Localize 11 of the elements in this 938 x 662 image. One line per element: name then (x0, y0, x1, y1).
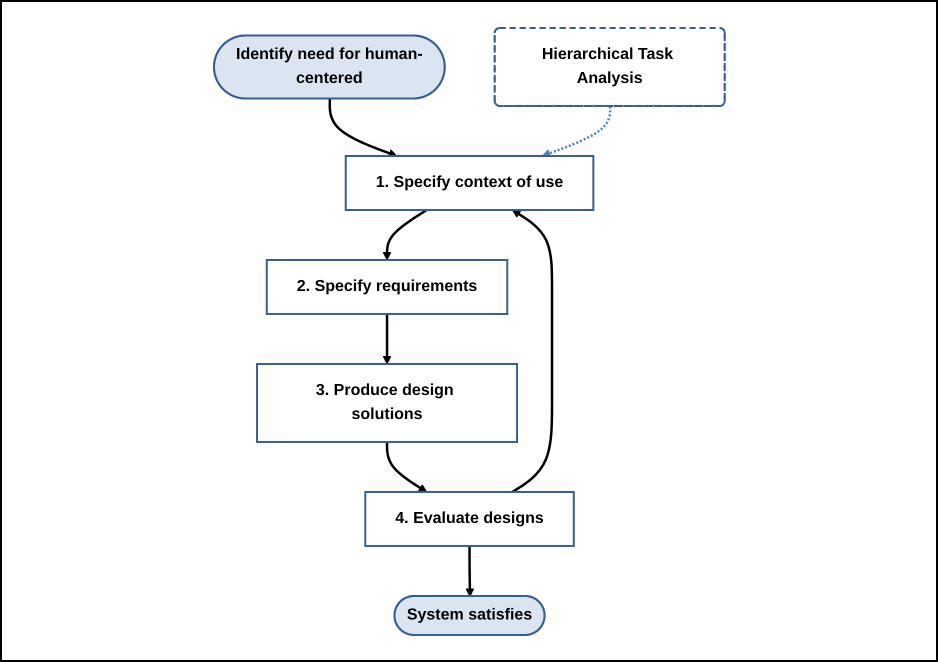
arrow (465, 546, 474, 596)
arrow (511, 209, 553, 493)
node-box: 4. Evaluate designs (364, 490, 574, 546)
arrow (382, 314, 392, 364)
arrow (542, 106, 612, 157)
node-box: 3. Produce design solutions (256, 362, 518, 442)
arrow (328, 98, 397, 157)
node-box: 1. Specify context of use (344, 154, 594, 210)
arrow (382, 208, 427, 260)
node-box: 2. Specify requirements (265, 258, 508, 314)
arrow (385, 442, 427, 492)
